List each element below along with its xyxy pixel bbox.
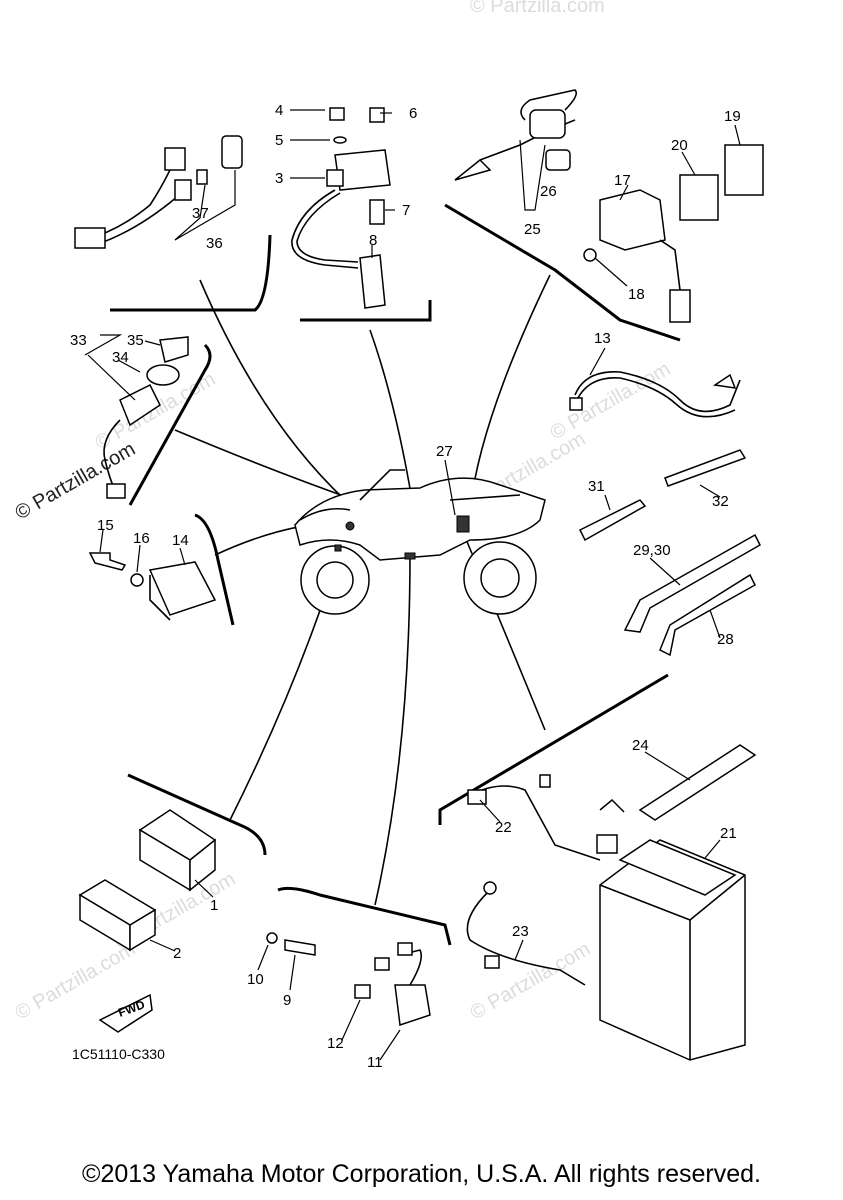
- bracket-left-upper: [128, 343, 212, 506]
- callout-7[interactable]: 7: [402, 202, 410, 219]
- leader-to-atv-2: [369, 329, 413, 501]
- leader-to-atv-8: [459, 524, 546, 731]
- callout-34[interactable]: 34: [112, 349, 129, 366]
- callout-19[interactable]: 19: [724, 108, 741, 125]
- callout-20[interactable]: 20: [671, 137, 688, 154]
- callout-37[interactable]: 37: [192, 205, 209, 222]
- watermark-top: © Partzilla.com: [470, 0, 605, 17]
- sensor-9-12-illustration: [266, 932, 431, 1027]
- callout-27[interactable]: 27: [436, 443, 453, 460]
- watermark-3: © Partzilla.com: [467, 938, 595, 1024]
- callout-36[interactable]: 36: [206, 235, 223, 252]
- callout-25[interactable]: 25: [524, 221, 541, 238]
- callout-6[interactable]: 6: [409, 105, 417, 122]
- callout-18[interactable]: 18: [628, 286, 645, 303]
- callout-23[interactable]: 23: [512, 923, 529, 940]
- callout-3[interactable]: 3: [275, 170, 283, 187]
- callout-26[interactable]: 26: [540, 183, 557, 200]
- ecu-1-2-illustration: FWD: [78, 809, 217, 1033]
- callout-2[interactable]: 2: [173, 945, 181, 962]
- callout-35[interactable]: 35: [127, 332, 144, 349]
- bracket-bottom-left: [127, 773, 267, 856]
- callout-5[interactable]: 5: [275, 132, 283, 149]
- bracket-bottom-right: [438, 673, 669, 825]
- callout-8[interactable]: 8: [369, 232, 377, 249]
- callout-21[interactable]: 21: [720, 825, 737, 842]
- harness-36-37-illustration: [74, 135, 243, 249]
- relay-sensor-illustration: [454, 89, 764, 323]
- callout-24[interactable]: 24: [632, 737, 649, 754]
- leader-to-atv-1: [199, 279, 346, 501]
- bracket-left-lower: [194, 513, 235, 626]
- diagram-code: 1C51110-C330: [72, 1046, 165, 1062]
- callout-4[interactable]: 4: [275, 102, 283, 119]
- callout-15[interactable]: 15: [97, 517, 114, 534]
- atv-illustration: [294, 469, 546, 615]
- callout-9[interactable]: 9: [283, 992, 291, 1009]
- watermark-main: © Partzilla.com: [12, 438, 140, 524]
- bracket-top-center: [300, 300, 432, 322]
- regulator-14-16-illustration: [88, 552, 217, 621]
- callout-33[interactable]: 33: [70, 332, 87, 349]
- callout-11[interactable]: 11: [367, 1054, 383, 1071]
- callout-16[interactable]: 16: [133, 530, 150, 547]
- watermark-1: © Partzilla.com: [547, 358, 675, 444]
- bracket-top-right: [444, 203, 681, 342]
- callout-17[interactable]: 17: [614, 172, 631, 189]
- leader-to-atv-7: [374, 554, 411, 906]
- bracket-top-left: [110, 234, 272, 312]
- switch-33-35-illustration: [87, 336, 189, 499]
- callout-10[interactable]: 10: [247, 971, 264, 988]
- callout-1[interactable]: 1: [210, 897, 218, 914]
- callout-28[interactable]: 28: [717, 631, 734, 648]
- bracket-bottom-center: [277, 886, 452, 946]
- callout-31[interactable]: 31: [588, 478, 605, 495]
- callout-12[interactable]: 12: [327, 1035, 344, 1052]
- callout-29-30[interactable]: 29,30: [633, 542, 671, 559]
- ignition-coil-illustration: [291, 107, 391, 309]
- callout-22[interactable]: 22: [495, 819, 512, 836]
- callout-13[interactable]: 13: [594, 330, 611, 347]
- copyright-notice: ©2013 Yamaha Motor Corporation, U.S.A. A…: [82, 1160, 761, 1188]
- callout-14[interactable]: 14: [172, 532, 189, 549]
- leader-to-atv-4: [174, 429, 356, 501]
- callout-leaders: [84, 109, 741, 1061]
- wire-bands-illustration: [569, 371, 761, 657]
- battery-21-24-illustration: [466, 744, 757, 1061]
- callout-32[interactable]: 32: [712, 493, 729, 510]
